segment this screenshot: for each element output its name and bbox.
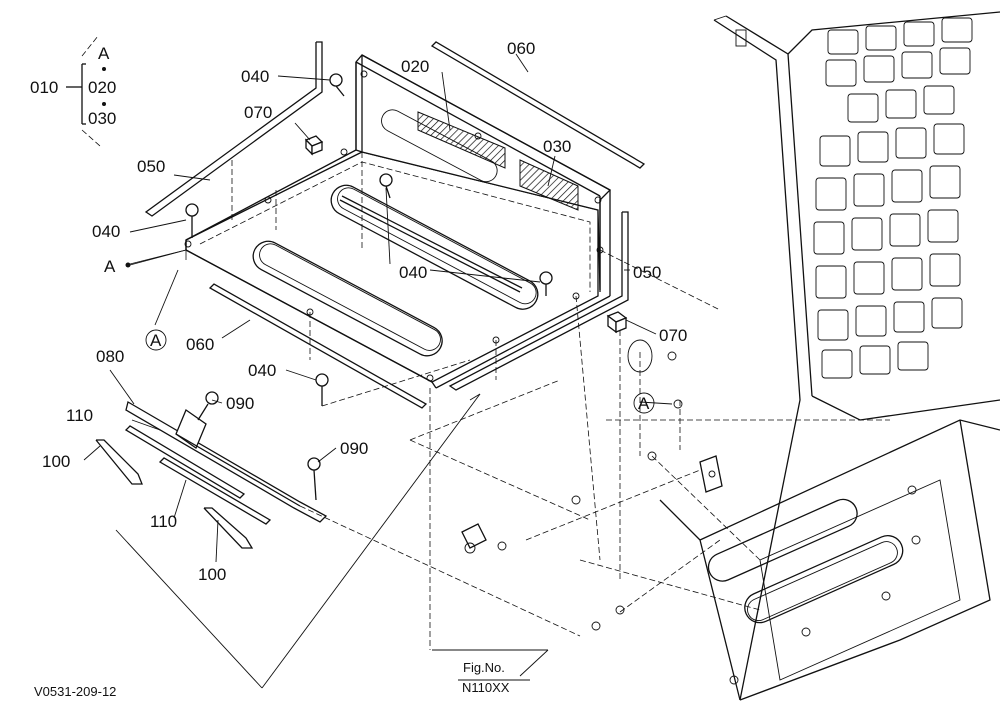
callout-110-b: 110: [150, 512, 177, 531]
circle-a-right-label: A: [638, 394, 650, 413]
louver-grid: [813, 17, 973, 379]
strip-110-lower: [158, 457, 272, 525]
callout-100-a: 100: [42, 452, 70, 471]
figure-number: Fig.No. N110XX: [458, 660, 530, 695]
circle-a-right: [633, 392, 655, 414]
clip-100-right: [203, 507, 254, 549]
bolt-040-right: [539, 271, 553, 296]
strip-060-top: [430, 41, 646, 169]
point-a-label: A: [104, 257, 116, 276]
callout-040-mid: 040: [399, 263, 427, 282]
clip-100-left: [95, 439, 143, 485]
block-070-right: [606, 311, 628, 334]
bolt-040-bottom: [315, 373, 329, 406]
figure-number-line1: Fig.No.: [463, 660, 505, 675]
block-070-top: [304, 135, 324, 156]
callout-090-a: 090: [226, 394, 254, 413]
callout-050-left: 050: [137, 157, 165, 176]
callout-050-right: 050: [633, 263, 661, 282]
bolt-040-top: [329, 73, 345, 97]
circle-a-left: [145, 329, 167, 351]
callout-labels: 040 070 020 060 030 050 040 040 050 060 …: [42, 39, 687, 584]
callout-040-left: 040: [92, 222, 120, 241]
group-member-030: 030: [88, 109, 116, 128]
machine-frame: [461, 11, 1000, 701]
bracket-080: [125, 401, 328, 523]
group-id-label: 010: [30, 78, 58, 97]
figure-number-line2: N110XX: [462, 680, 510, 695]
bolt-040-center: [379, 173, 393, 199]
plate-020: [417, 111, 506, 169]
callout-040-bottom: 040: [248, 361, 276, 380]
group-member-020: 020: [88, 78, 116, 97]
bolt-040-left: [185, 203, 199, 238]
strip-110-upper: [124, 425, 246, 499]
reference-markers: A A A: [104, 249, 655, 414]
callout-110-a: 110: [66, 406, 93, 425]
callout-070-top: 070: [244, 103, 272, 122]
plate-030: [519, 159, 579, 211]
group-member-a: A: [98, 44, 110, 63]
callout-060-bottom: 060: [186, 335, 214, 354]
strip-060-bottom: [208, 283, 428, 409]
circle-a-left-label: A: [150, 331, 162, 350]
callout-060-top: 060: [507, 39, 535, 58]
drawing-code: V0531-209-12: [34, 684, 116, 699]
bolt-090-a: [197, 391, 219, 421]
callout-100-b: 100: [198, 565, 226, 584]
callout-090-b: 090: [340, 439, 368, 458]
group-bracket-010: 010 A 020 030: [30, 35, 116, 147]
strip-050-right: [448, 211, 629, 391]
callout-070-right: 070: [659, 326, 687, 345]
callout-020: 020: [401, 57, 429, 76]
callout-080: 080: [96, 347, 124, 366]
callout-030: 030: [543, 137, 571, 156]
bolt-090-b: [307, 457, 321, 501]
reference-lines: [83, 53, 890, 689]
callout-040-top: 040: [241, 67, 269, 86]
strip-050-left: [144, 41, 323, 217]
